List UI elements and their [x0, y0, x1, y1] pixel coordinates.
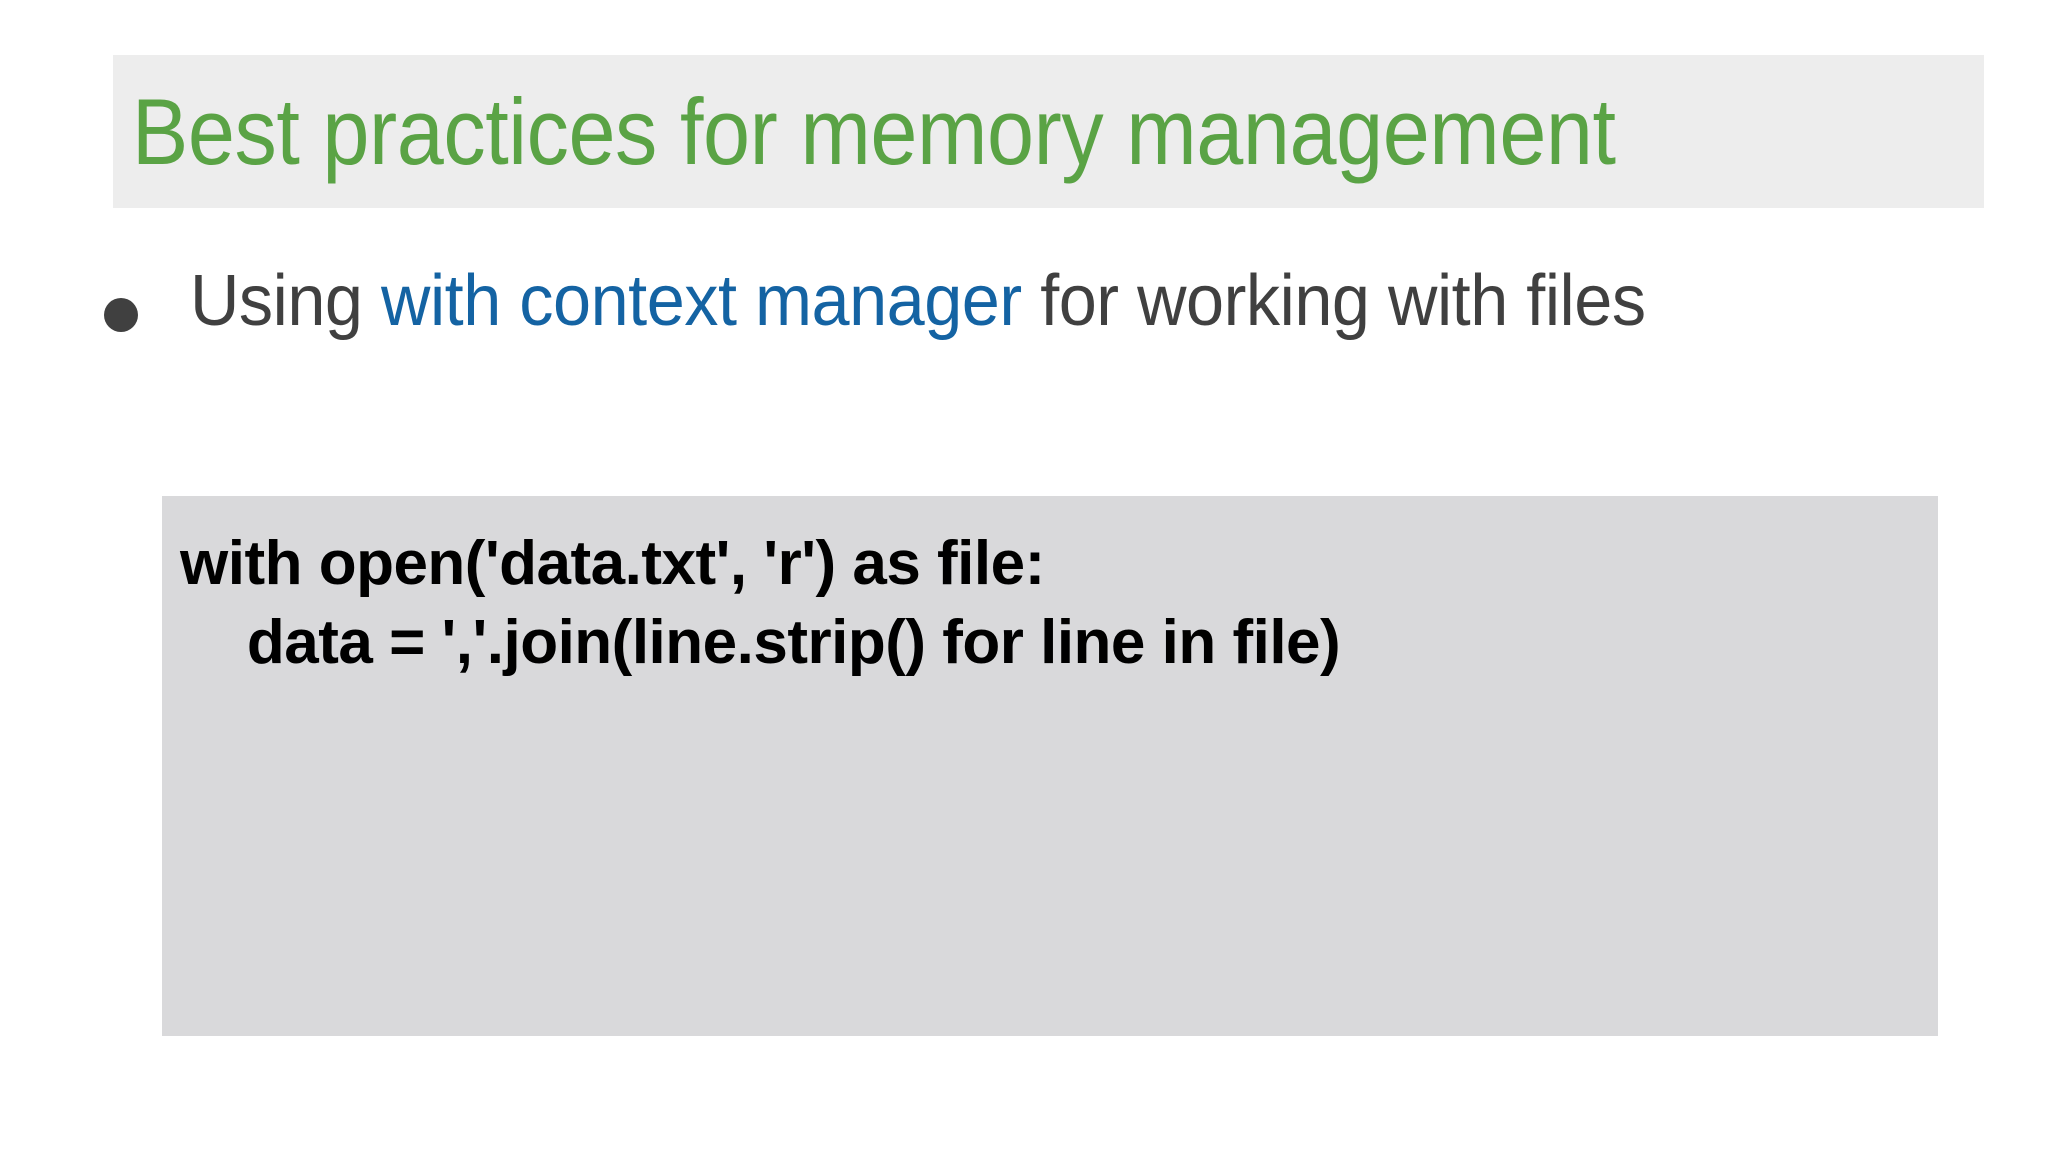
code-line-1: with open('data.txt', 'r') as file:: [180, 529, 1045, 598]
bullet-segment-normal-2: for working with files: [1021, 261, 1646, 341]
page-title: Best practices for memory management: [131, 78, 1616, 184]
code-line-2: data = ','.join(line.strip() for line in…: [180, 608, 1341, 678]
bullet-segment-keyword: with context manager: [381, 261, 1022, 341]
slide-title-band: Best practices for memory management: [113, 55, 1984, 208]
bullet-list-item: Using with context manager for working w…: [104, 261, 1934, 341]
bullet-item-text: Using with context manager for working w…: [190, 261, 1646, 341]
bullet-dot-icon: [104, 298, 138, 332]
bullet-segment-normal-1: Using: [190, 261, 382, 341]
code-block: with open('data.txt', 'r') as file: data…: [162, 496, 1938, 1036]
